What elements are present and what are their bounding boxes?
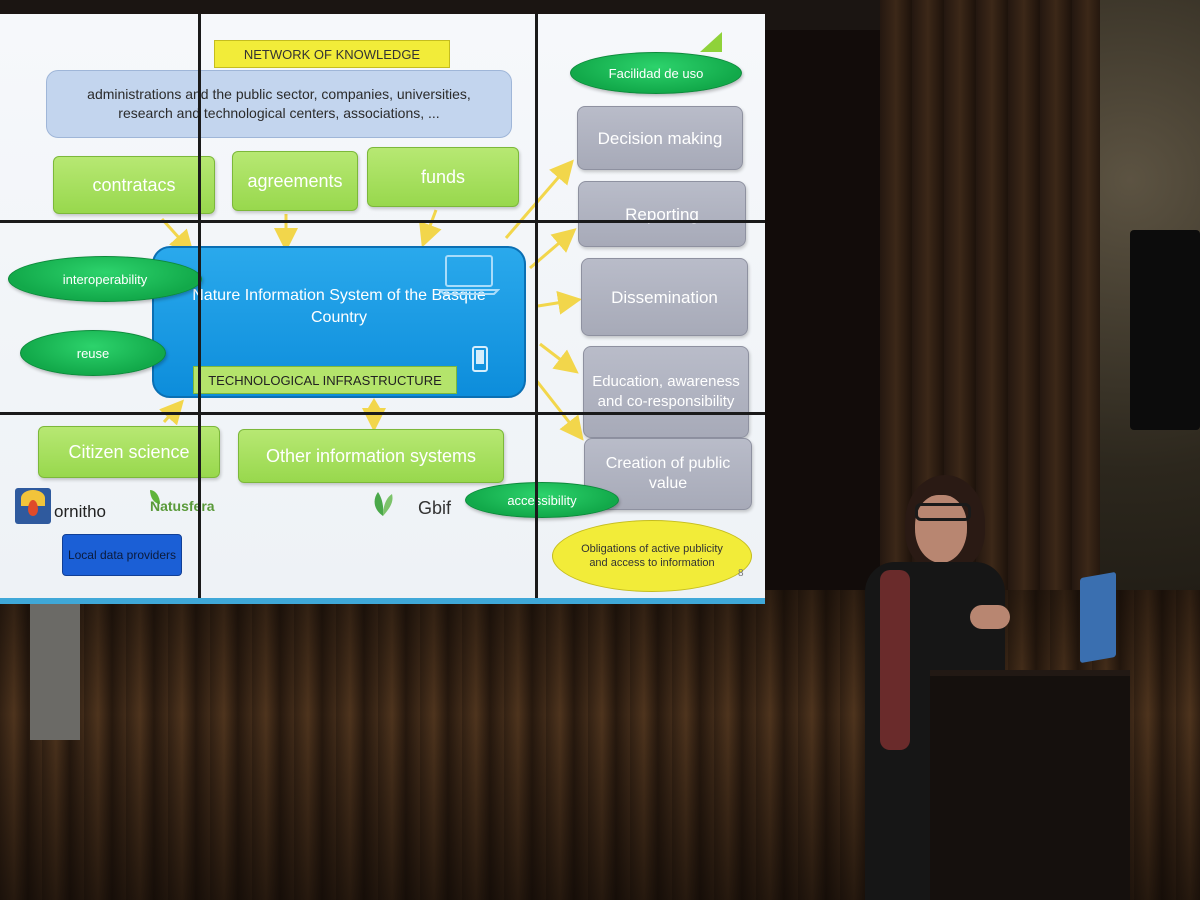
- podium: [930, 670, 1130, 900]
- gbif-label: Gbif: [418, 498, 452, 518]
- attribute-accessibility: accessibility: [465, 482, 619, 518]
- ornitho-label: ornitho: [54, 502, 106, 521]
- attribute-facilidad-de-uso: Facilidad de uso: [570, 52, 742, 94]
- presenter-face: [915, 495, 967, 563]
- source-other-information-systems: Other information systems: [238, 429, 504, 483]
- slide-footer-bar: [0, 598, 765, 604]
- presenter-scarf: [880, 570, 910, 750]
- local-data-providers: Local data providers: [62, 534, 182, 576]
- output-education: Education, awareness and co-responsibili…: [583, 346, 749, 438]
- screen-bezel-horizontal-1: [0, 220, 765, 223]
- laptop-screen: [1080, 571, 1116, 664]
- screen-bezel-horizontal-2: [0, 412, 765, 415]
- screen-bezel-vertical-2: [535, 14, 538, 604]
- projection-screen: NETWORK OF KNOWLEDGE administrations and…: [0, 14, 765, 604]
- technological-infrastructure: TECHNOLOGICAL INFRASTRUCTURE: [193, 366, 457, 394]
- arrow-education: [539, 342, 579, 374]
- input-funds: funds: [367, 147, 519, 207]
- attribute-interoperability: interoperability: [8, 256, 202, 302]
- natusfera-leaf-icon: [150, 490, 160, 504]
- attribute-reuse: reuse: [20, 330, 166, 376]
- presenter-hand: [970, 605, 1010, 629]
- natusfera-label: Natusfera: [150, 498, 215, 514]
- slide-page-number: 8: [738, 568, 744, 579]
- speaker-cabinet: [1130, 230, 1200, 430]
- obligations-ellipse: Obligations of active publicity and acce…: [552, 520, 752, 592]
- source-citizen-science: Citizen science: [38, 426, 220, 478]
- actors-box: administrations and the public sector, c…: [46, 70, 512, 138]
- input-contratacs: contratacs: [53, 156, 215, 214]
- arrow-funds: [419, 209, 442, 248]
- output-dissemination: Dissemination: [581, 258, 748, 336]
- ornitho-logo-icon: [15, 488, 51, 524]
- laptop-icon: [438, 255, 500, 295]
- output-reporting: Reporting: [578, 181, 746, 247]
- arrow-decision: [504, 159, 574, 239]
- network-title: NETWORK OF KNOWLEDGE: [214, 40, 450, 68]
- flow-arrows: [159, 159, 584, 441]
- screen-bezel-vertical-1: [198, 14, 201, 604]
- arrow-dissemination: [537, 290, 582, 315]
- presenter-glasses: [915, 503, 971, 521]
- mobile-phone-icon: [472, 346, 488, 372]
- arrow-public-value: [534, 379, 584, 441]
- arrow-contratacs: [160, 217, 195, 255]
- output-decision-making: Decision making: [577, 106, 743, 170]
- gbif-leaf-icon: [374, 492, 393, 516]
- arrow-other-systems-head-up: [368, 398, 380, 408]
- input-agreements: agreements: [232, 151, 358, 211]
- side-door: [30, 600, 80, 740]
